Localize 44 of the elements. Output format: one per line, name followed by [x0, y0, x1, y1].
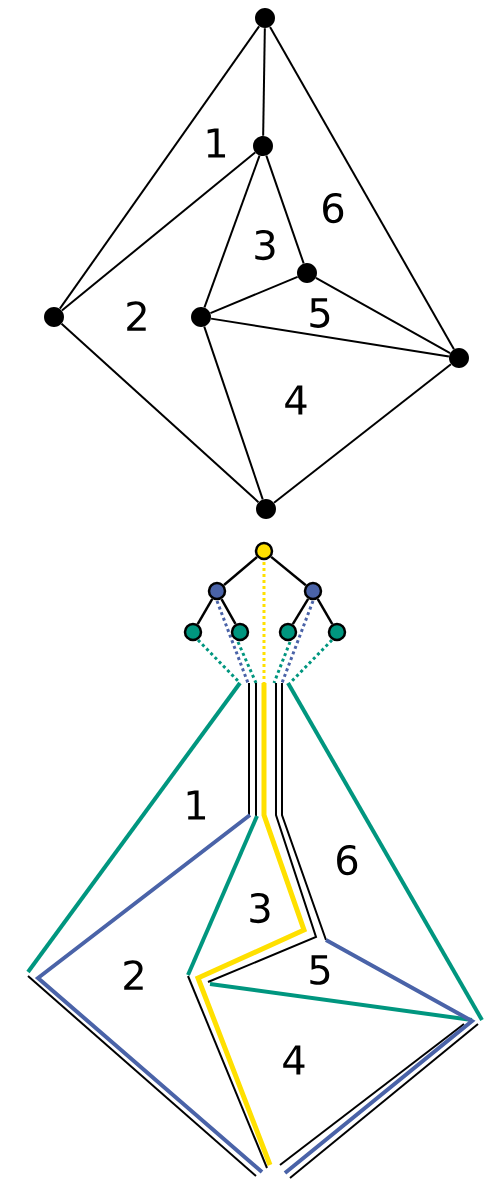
face-number: 6	[323, 192, 344, 224]
edge-line	[291, 598, 310, 625]
face-number: 4	[285, 385, 307, 415]
vertex-dot	[449, 348, 469, 368]
edge-line	[58, 25, 261, 310]
edge-line	[270, 555, 307, 587]
edge-line	[196, 598, 214, 625]
tree-node	[230, 622, 250, 642]
edge-line	[220, 598, 237, 625]
face-number: 1	[187, 790, 205, 820]
vertex-dot	[297, 263, 317, 283]
edge-line	[203, 325, 264, 501]
tree-node	[278, 622, 298, 642]
edge-line	[316, 598, 334, 625]
tree-node	[254, 541, 274, 561]
face-number: 4	[283, 1045, 305, 1075]
edge-line	[209, 275, 299, 315]
vertex-dot	[191, 307, 211, 327]
edge-line	[60, 322, 260, 504]
tree-node	[207, 581, 227, 601]
edge-line	[262, 27, 266, 137]
edge-line	[203, 154, 261, 309]
edge-line	[210, 317, 450, 358]
face-number: 1	[207, 128, 225, 158]
vertex-dot	[44, 307, 64, 327]
edge-line	[269, 25, 455, 351]
edge-line	[223, 556, 258, 586]
face-number: 2	[127, 301, 146, 331]
face-number: 5	[310, 955, 330, 985]
edge-line	[265, 154, 305, 265]
face-number: 5	[310, 298, 330, 328]
vertex-dot	[253, 136, 273, 156]
vertex-dot	[256, 499, 276, 519]
tree-node	[303, 581, 323, 601]
edge-line	[273, 363, 452, 504]
face-number: 3	[250, 892, 270, 924]
face-number: 2	[124, 960, 143, 990]
face-number: 6	[337, 844, 358, 876]
tree-node	[183, 622, 203, 642]
edge-line	[314, 277, 452, 355]
edge-line	[60, 151, 257, 312]
face-number: 3	[255, 229, 275, 261]
vertex-dot	[255, 8, 275, 28]
tree-node	[327, 622, 347, 642]
